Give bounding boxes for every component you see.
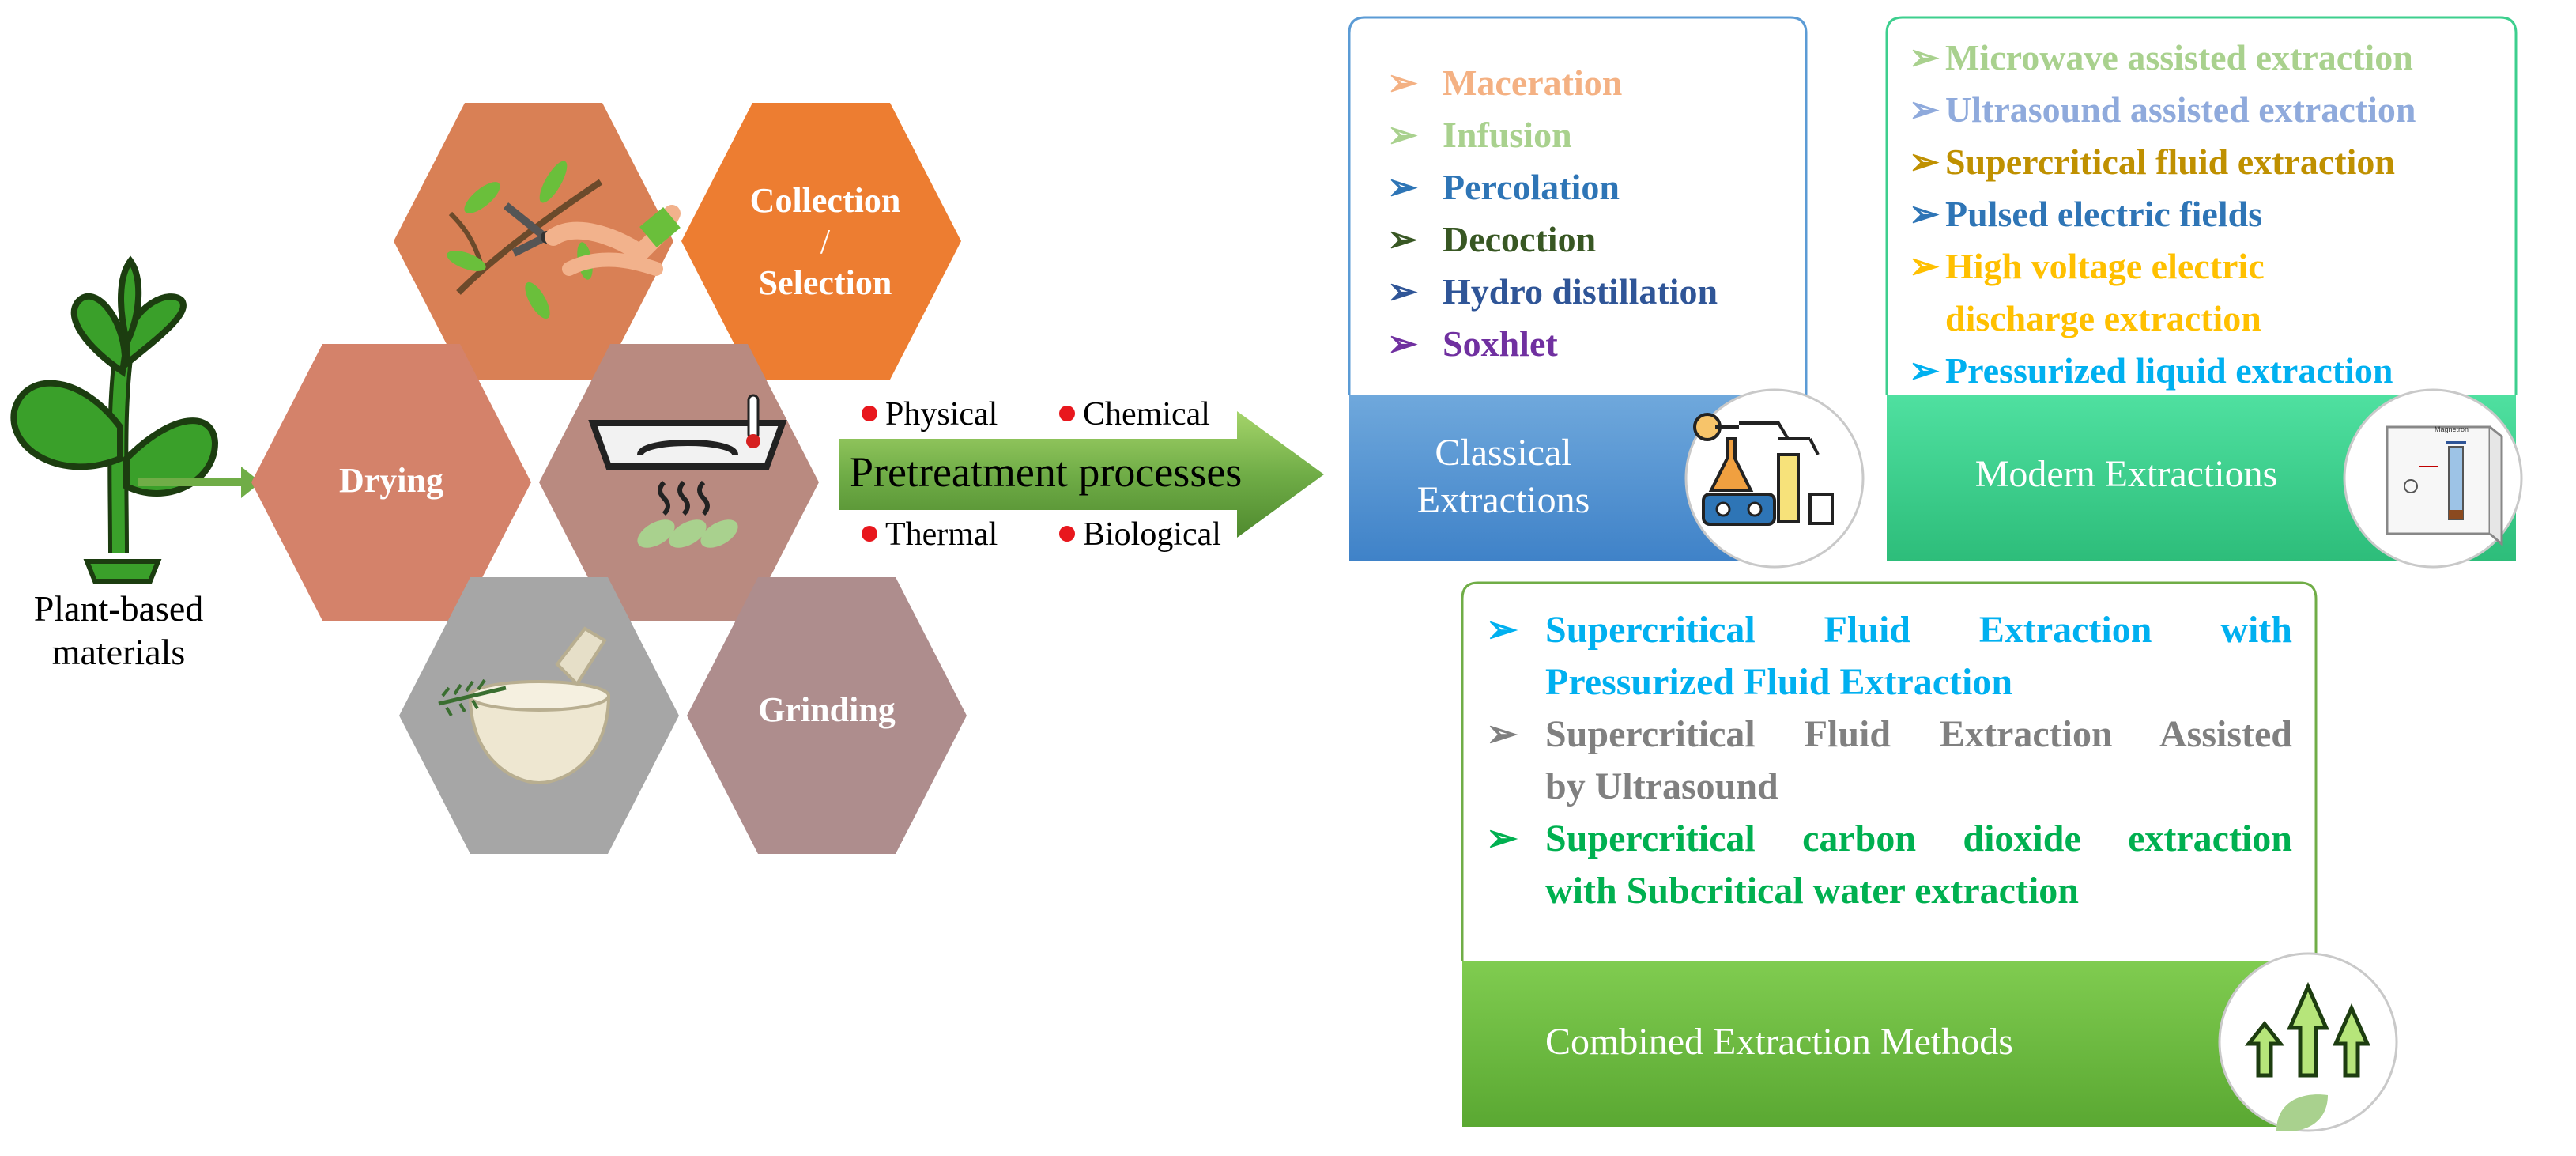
pretreatment-type-chemical: Chemical bbox=[1059, 395, 1210, 433]
arrow-bullet-icon: ➢ bbox=[1387, 62, 1418, 103]
classical-extractions-title: Classical Extractions bbox=[1416, 432, 1590, 521]
arrow-bullet-icon: ➢ bbox=[1909, 350, 1940, 391]
plant-label-line2: materials bbox=[51, 632, 186, 673]
arrow-bullet-icon: ➢ bbox=[1486, 818, 1518, 859]
modern-item: ➢Pressurized liquid extraction bbox=[1909, 345, 2416, 397]
combined-footer-band bbox=[1462, 961, 2316, 1127]
collection-label-line3: Selection bbox=[758, 263, 892, 302]
combined-methods-list: ➢ Supercritical Fluid Extraction with Pr… bbox=[1486, 604, 2292, 917]
classical-item: ➢Soxhlet bbox=[1387, 318, 1718, 370]
arrow-bullet-icon: ➢ bbox=[1486, 609, 1518, 651]
red-dot-icon bbox=[1059, 406, 1075, 422]
red-dot-icon bbox=[862, 406, 877, 422]
combined-item: ➢ Supercritical carbon dioxide extractio… bbox=[1486, 813, 2292, 917]
mortar-pestle-icon bbox=[438, 626, 611, 785]
hexagon-grinding bbox=[687, 577, 967, 854]
modern-methods-list: ➢Microwave assisted extraction ➢Ultrasou… bbox=[1909, 32, 2416, 397]
classical-item: ➢Hydro distillation bbox=[1387, 266, 1718, 318]
arrow-bullet-icon: ➢ bbox=[1387, 115, 1418, 155]
drying-label: Drying bbox=[339, 461, 443, 500]
pretreatment-type-physical: Physical bbox=[862, 395, 998, 433]
modern-item: ➢Microwave assisted extraction bbox=[1909, 32, 2416, 84]
grinding-label: Grinding bbox=[758, 690, 896, 729]
combined-extraction-methods-title: Combined Extraction Methods bbox=[1545, 1021, 2013, 1063]
arrow-bullet-icon: ➢ bbox=[1387, 167, 1418, 207]
pretreatment-type-biological: Biological bbox=[1059, 516, 1221, 553]
classical-item: ➢Percolation bbox=[1387, 161, 1718, 213]
collection-label-line1: Collection bbox=[749, 181, 901, 220]
plant-label: Plant-based materials bbox=[0, 587, 237, 674]
arrow-bullet-icon: ➢ bbox=[1387, 271, 1418, 312]
plant-icon bbox=[10, 255, 261, 584]
magnetron-label: Magnetron bbox=[2435, 425, 2469, 433]
arrow-bullet-icon: ➢ bbox=[1486, 713, 1518, 755]
arrow-bullet-icon: ➢ bbox=[1909, 194, 1940, 234]
collection-selection-label: Collection / Selection bbox=[721, 180, 930, 304]
classical-item: ➢Infusion bbox=[1387, 109, 1718, 161]
modern-item: ➢High voltage electric bbox=[1909, 240, 2416, 293]
modern-item: ➢Supercritical fluid extraction bbox=[1909, 136, 2416, 188]
modern-item: ➢Pulsed electric fields bbox=[1909, 188, 2416, 240]
pretreatment-title: Pretreatment processes bbox=[850, 448, 1243, 496]
hexagon-drying bbox=[251, 344, 531, 621]
classical-methods-list: ➢Maceration ➢Infusion ➢Percolation ➢Deco… bbox=[1387, 57, 1718, 370]
pretreatment-arrow bbox=[839, 411, 1324, 538]
lab-glassware-icon bbox=[1693, 413, 1834, 526]
upward-arrows-leaf-icon bbox=[2244, 981, 2370, 1131]
modern-extractions-title: Modern Extractions bbox=[1974, 453, 2278, 495]
arrow-bullet-icon: ➢ bbox=[1387, 323, 1418, 364]
pruning-shears-icon bbox=[447, 161, 681, 319]
red-dot-icon bbox=[862, 526, 877, 542]
collection-label-line2: / bbox=[820, 221, 831, 261]
classical-item: ➢Decoction bbox=[1387, 213, 1718, 266]
oven-drying-icon bbox=[588, 394, 787, 548]
pretreatment-type-thermal: Thermal bbox=[862, 516, 998, 553]
combined-item: ➢ Supercritical Fluid Extraction with Pr… bbox=[1486, 604, 2292, 708]
modern-item-continued: discharge extraction bbox=[1945, 298, 2261, 338]
classical-item: ➢Maceration bbox=[1387, 57, 1718, 109]
combined-item: ➢ Supercritical Fluid Extraction Assiste… bbox=[1486, 708, 2292, 813]
arrow-bullet-icon: ➢ bbox=[1909, 89, 1940, 130]
arrow-bullet-icon: ➢ bbox=[1909, 246, 1940, 286]
arrow-bullet-icon: ➢ bbox=[1387, 219, 1418, 259]
modern-item: ➢Ultrasound assisted extraction bbox=[1909, 84, 2416, 136]
microwave-apparatus-icon bbox=[2386, 425, 2503, 547]
arrow-bullet-icon: ➢ bbox=[1909, 37, 1940, 77]
arrow-bullet-icon: ➢ bbox=[1909, 142, 1940, 182]
red-dot-icon bbox=[1059, 526, 1075, 542]
hexagon-collection bbox=[681, 103, 961, 380]
plant-label-line1: Plant-based bbox=[33, 588, 204, 629]
